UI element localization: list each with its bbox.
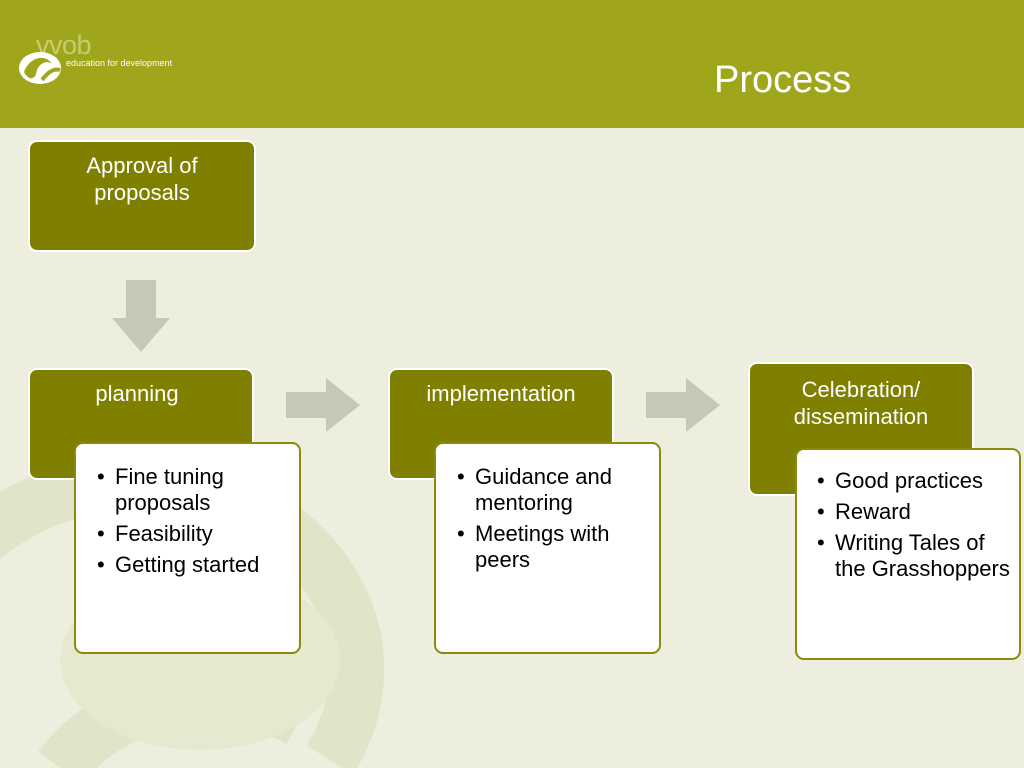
implementation-details-box: •Guidance and mentoring •Meetings with p… (434, 442, 661, 654)
stage-approval-box: Approval of proposals (28, 140, 256, 252)
list-item: •Guidance and mentoring (457, 464, 612, 515)
stage-implementation-title: implementation (426, 381, 576, 406)
planning-details-box: •Fine tuning proposals •Feasibility •Get… (74, 442, 301, 654)
list-item: •Feasibility (97, 521, 213, 546)
stage-planning-title: planning (95, 381, 179, 406)
vvob-logo: vvob education for development (18, 30, 178, 90)
implementation-bullet-list: •Guidance and mentoring •Meetings with p… (454, 464, 651, 573)
slide-title: Process (714, 59, 852, 101)
right-arrow-icon (286, 378, 360, 432)
celebration-bullet-list: •Good practices •Reward •Writing Tales o… (814, 468, 1013, 582)
stage-celebration-title: Celebration/ dissemination (793, 377, 929, 429)
list-item: •Reward (817, 499, 911, 524)
down-arrow-icon (112, 280, 170, 352)
stage-approval-title: Approval of proposals (86, 153, 198, 205)
planning-bullet-list: •Fine tuning proposals •Feasibility •Get… (94, 464, 291, 578)
right-arrow-icon (646, 378, 720, 432)
list-item: •Meetings with peers (457, 521, 610, 572)
logo-swirl-icon (19, 52, 61, 84)
list-item: •Getting started (97, 552, 260, 577)
list-item: •Good practices (817, 468, 983, 493)
header-bar: vvob education for development Process (0, 0, 1024, 128)
celebration-details-box: •Good practices •Reward •Writing Tales o… (795, 448, 1021, 660)
list-item: •Writing Tales of the Grasshoppers (817, 530, 1010, 581)
logo-tagline: education for development (66, 58, 173, 68)
list-item: •Fine tuning proposals (97, 464, 224, 515)
